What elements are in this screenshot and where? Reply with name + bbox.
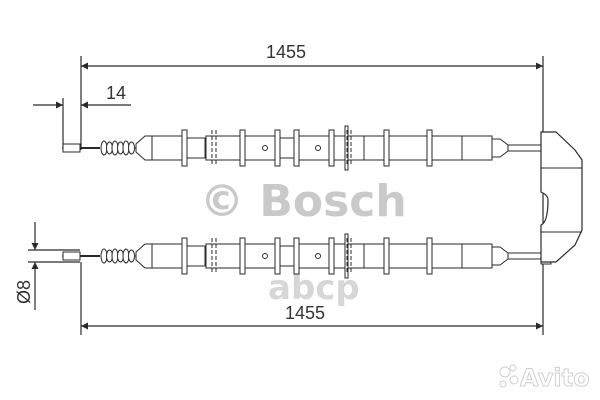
cable-flange	[181, 129, 188, 167]
top-length-label: 1455	[266, 42, 306, 62]
cable-sleeve	[333, 135, 365, 161]
cable-tube	[461, 135, 493, 161]
cable-taper	[491, 246, 509, 266]
cable-tube	[363, 135, 385, 161]
avito-watermark: Avito	[520, 364, 590, 392]
cable-flange	[426, 129, 433, 167]
bottom-length-label: 1455	[285, 303, 325, 323]
cable-flange	[328, 129, 335, 167]
cable-end-rod	[507, 144, 542, 152]
cable-flange	[239, 129, 246, 167]
cable-flange	[239, 237, 246, 275]
cable-upper	[62, 125, 560, 171]
abcp-watermark: abcp	[268, 268, 360, 308]
cable-tube	[279, 245, 295, 267]
cable-flange	[383, 237, 390, 275]
cable-flange	[274, 237, 281, 275]
avito-logo-icon	[499, 364, 519, 388]
mounting-bracket	[540, 131, 583, 263]
bosch-watermark: © Bosch	[200, 176, 407, 227]
cable-sleeve	[333, 243, 365, 269]
cable-flange	[293, 237, 300, 275]
cable-sleeve	[205, 243, 241, 269]
cable-tube	[298, 243, 330, 269]
offset-label: 14	[106, 83, 126, 103]
cable-tube	[431, 135, 463, 161]
cable-tube	[186, 137, 206, 159]
cable-end-fitting	[62, 143, 81, 153]
cable-sleeve	[205, 135, 241, 161]
cable-end-rod	[507, 252, 542, 260]
cable-tube	[186, 245, 206, 267]
cable-tube	[388, 135, 428, 161]
cable-tube	[431, 243, 463, 269]
cable-rivet	[262, 145, 268, 151]
cable-taper	[491, 138, 509, 158]
cable-flange	[383, 129, 390, 167]
cable-rivet	[315, 145, 321, 151]
cable-tube	[151, 135, 183, 161]
cable-rivet	[262, 253, 268, 259]
cable-boot-rib	[128, 249, 135, 263]
cable-tube	[388, 243, 428, 269]
cable-end-fitting	[62, 251, 81, 261]
cable-boot-rib	[128, 141, 135, 155]
cable-cone	[135, 243, 153, 269]
cable-cone	[135, 135, 153, 161]
cable-tube	[244, 135, 276, 161]
cable-flange	[426, 237, 433, 275]
cable-tube	[461, 243, 493, 269]
cable-flange	[274, 129, 281, 167]
cable-flange	[293, 129, 300, 167]
cable-tube	[151, 243, 183, 269]
cable-rivet	[315, 253, 321, 259]
cable-flange	[181, 237, 188, 275]
cable-tube	[298, 135, 330, 161]
cable-tube	[363, 243, 385, 269]
cable-flange	[328, 237, 335, 275]
cable-tube	[279, 137, 295, 159]
cable-tube	[244, 243, 276, 269]
diameter-label: Ø8	[14, 280, 34, 304]
